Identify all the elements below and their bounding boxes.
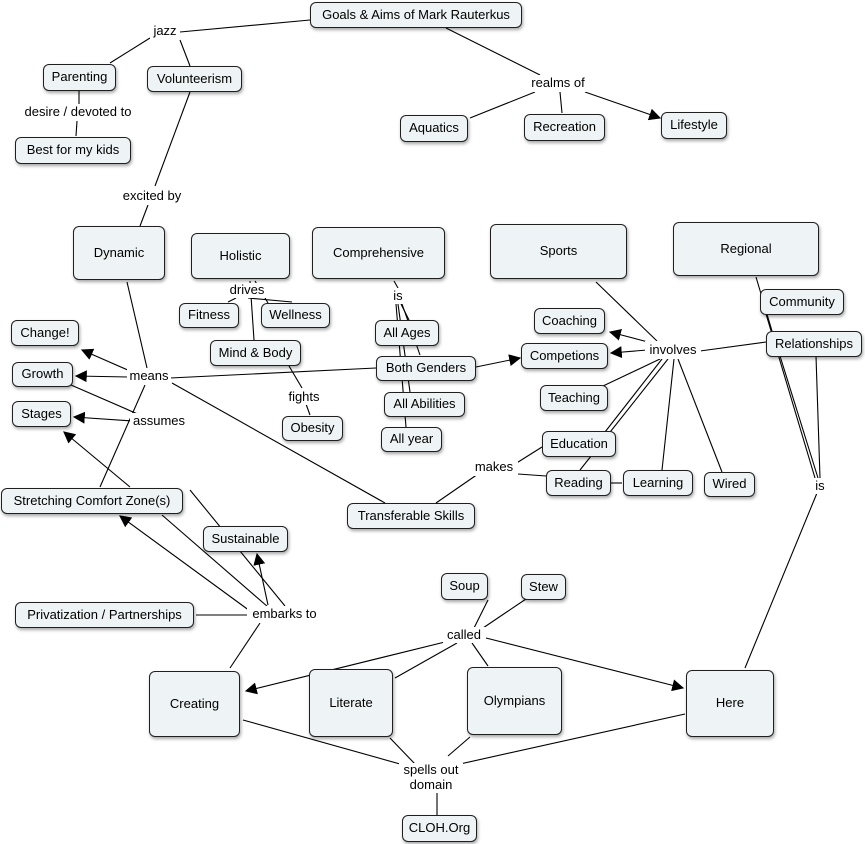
- concept-cloh[interactable]: CLOH.Org: [402, 815, 477, 842]
- link-involves: involves: [645, 341, 701, 359]
- link-means: means: [127, 368, 171, 385]
- link-is-comprehensive: is: [391, 288, 405, 304]
- concept-stretching[interactable]: Stretching Comfort Zone(s): [1, 488, 183, 514]
- concept-stew[interactable]: Stew: [521, 574, 566, 600]
- concept-fitness[interactable]: Fitness: [179, 303, 239, 328]
- concept-all-year[interactable]: All year: [381, 427, 442, 452]
- concept-learning[interactable]: Learning: [623, 470, 693, 496]
- concept-recreation[interactable]: Recreation: [524, 114, 605, 141]
- concept-olympians[interactable]: Olympians: [467, 667, 562, 735]
- concept-teaching[interactable]: Teaching: [540, 385, 608, 411]
- link-desire-devoted: desire / devoted to: [18, 104, 138, 121]
- link-drives: drives: [227, 282, 267, 298]
- concept-dynamic[interactable]: Dynamic: [73, 226, 165, 280]
- concept-obesity[interactable]: Obesity: [282, 416, 343, 441]
- concept-volunteerism[interactable]: Volunteerism: [147, 66, 242, 92]
- concept-regional[interactable]: Regional: [673, 222, 819, 276]
- concept-lifestyle[interactable]: Lifestyle: [661, 112, 727, 139]
- concept-sports[interactable]: Sports: [490, 224, 627, 279]
- concept-all-ages[interactable]: All Ages: [375, 320, 439, 346]
- concept-comprehensive[interactable]: Comprehensive: [312, 227, 445, 279]
- concept-both-genders[interactable]: Both Genders: [376, 356, 476, 381]
- link-assumes: assumes: [130, 413, 188, 430]
- concept-here[interactable]: Here: [686, 670, 774, 737]
- concept-community[interactable]: Community: [760, 289, 844, 315]
- concept-coaching[interactable]: Coaching: [534, 308, 605, 334]
- concept-aquatics[interactable]: Aquatics: [400, 115, 468, 142]
- concept-growth[interactable]: Growth: [12, 362, 73, 387]
- concept-best-for-kids[interactable]: Best for my kids: [15, 137, 131, 164]
- concept-wellness[interactable]: Wellness: [261, 303, 330, 328]
- concept-competions[interactable]: Competions: [521, 343, 608, 369]
- link-excited-by: excited by: [118, 188, 186, 205]
- concept-literate[interactable]: Literate: [309, 669, 393, 737]
- concept-goals[interactable]: Goals & Aims of Mark Rauterkus: [310, 2, 522, 28]
- concept-parenting[interactable]: Parenting: [43, 64, 116, 91]
- link-realms-of: realms of: [527, 75, 589, 92]
- concept-transferable[interactable]: Transferable Skills: [347, 503, 475, 529]
- concept-holistic[interactable]: Holistic: [191, 233, 290, 279]
- concept-privatization[interactable]: Privatization / Partnerships: [15, 602, 194, 628]
- concept-sustainable[interactable]: Sustainable: [203, 526, 288, 552]
- concept-all-abilities[interactable]: All Abilities: [384, 392, 465, 417]
- link-fights: fights: [284, 389, 324, 405]
- concept-stages[interactable]: Stages: [12, 401, 71, 427]
- link-is-regional: is: [811, 478, 829, 494]
- concept-reading[interactable]: Reading: [546, 470, 611, 496]
- concept-education[interactable]: Education: [542, 431, 616, 457]
- concept-creating[interactable]: Creating: [149, 671, 240, 737]
- link-jazz: jazz: [150, 23, 180, 40]
- link-called: called: [443, 627, 485, 643]
- link-spells-out: spells out domain: [399, 762, 463, 793]
- link-makes: makes: [470, 459, 518, 476]
- concept-soup[interactable]: Soup: [441, 573, 488, 600]
- concept-wired[interactable]: Wired: [704, 472, 755, 497]
- concept-relationships[interactable]: Relationships: [766, 331, 862, 357]
- concept-change[interactable]: Change!: [11, 320, 79, 346]
- concept-mind-body[interactable]: Mind & Body: [210, 340, 301, 366]
- link-embarks-to: embarks to: [247, 606, 322, 623]
